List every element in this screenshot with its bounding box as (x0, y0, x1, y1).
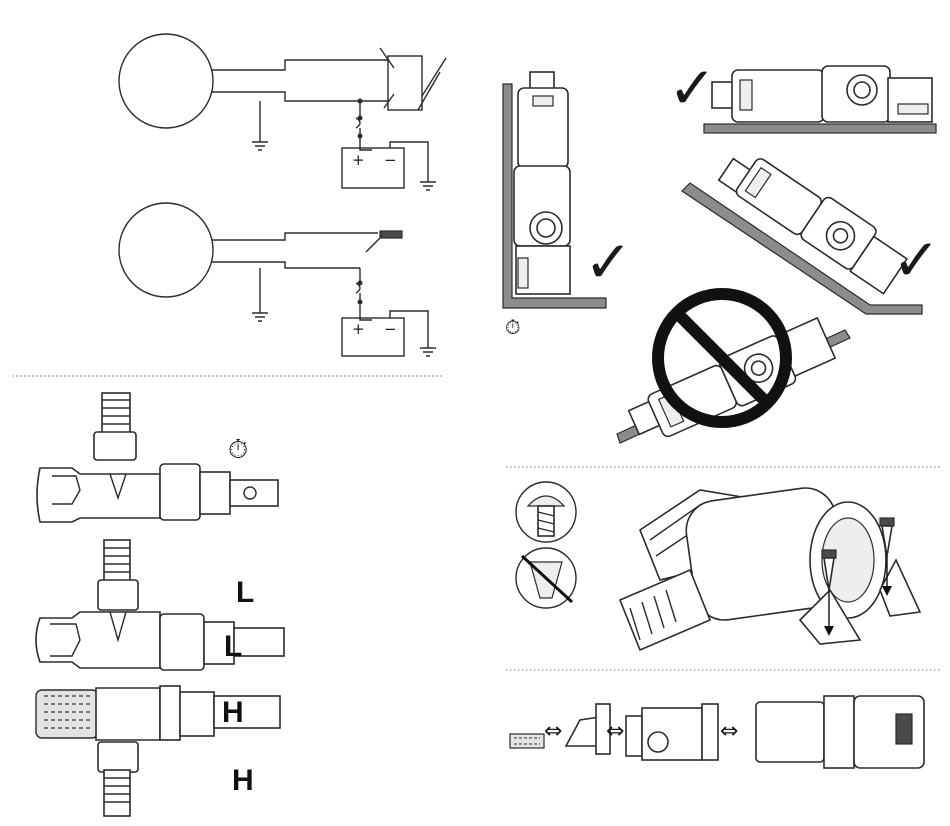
label-low: L (236, 576, 254, 609)
connector (230, 480, 278, 506)
motor-housing (160, 614, 204, 670)
fuse-wire (360, 101, 372, 150)
horizontal-mount-surface (704, 124, 936, 133)
motor-wires (212, 60, 388, 101)
outlet-nut (98, 580, 138, 610)
motor-cap (180, 692, 214, 736)
dial-label-low: L (224, 630, 242, 663)
outlet-nut (94, 432, 136, 460)
strainer (36, 690, 98, 738)
manual-switch-lever (380, 231, 402, 238)
fuse-dot-bottom (358, 300, 363, 305)
connector-part (854, 696, 924, 768)
battery-ground (390, 142, 436, 190)
pump-setting-high: H H (36, 686, 280, 816)
assembly-arrow-1: ⇔ (544, 719, 562, 744)
wiring-diagram-float-switch: + − (119, 34, 446, 190)
battery-minus: − (384, 320, 397, 338)
pump-mounting-view (620, 484, 920, 650)
ok-check-vertical: ✓ (584, 228, 633, 296)
battery-plus: + (352, 151, 365, 169)
o-ring-part (626, 716, 642, 756)
pump-body (36, 612, 160, 668)
motor-housing (160, 464, 200, 520)
ground-symbol-1 (252, 101, 268, 150)
timer-icon-setting: ⏱ (228, 435, 248, 465)
junction-dot (358, 99, 363, 104)
wiring-diagram-manual-switch: + − (119, 203, 436, 356)
battery-minus: − (384, 151, 397, 169)
hose-barb-outlet (104, 540, 130, 582)
switch-contacts (380, 48, 394, 108)
assembly-arrow-2: ⇔ (606, 719, 624, 744)
motor-wires (212, 233, 378, 268)
pump-setting-1: ⏱ (37, 393, 278, 522)
motor-part (756, 702, 824, 762)
strainer-part (510, 734, 544, 748)
battery-plus: + (352, 320, 365, 338)
label-high: H (232, 764, 254, 797)
fuse-dot-top (358, 116, 363, 121)
mounting-orientation-section: ✓ ⏱ ✓ ✓ (503, 54, 941, 449)
exploded-assembly-section: ⇔ ⇔ ⇔ (510, 696, 924, 768)
manual-switch-contact (366, 236, 382, 252)
pan-head-screw (528, 496, 564, 506)
fuse-dot-bottom (358, 134, 363, 139)
ok-check-inclined: ✓ (892, 226, 941, 294)
ok-check-horizontal: ✓ (668, 54, 717, 122)
pump-motor-symbol (119, 34, 213, 128)
hose-barb-outlet (104, 770, 130, 816)
pump-vertical (514, 72, 570, 294)
fuse-wire (360, 268, 372, 320)
fuse-dot-top (358, 281, 363, 286)
motor-cap (200, 472, 230, 514)
dial-label-high: H (222, 696, 244, 729)
timer-icon-vertical: ⏱ (505, 315, 521, 339)
outlet-nut (98, 742, 138, 772)
float-switch-box (388, 56, 422, 110)
assembly-arrow-3: ⇔ (720, 719, 738, 744)
pump-setting-low: L L (36, 540, 284, 670)
screw-mounting-section (516, 482, 920, 650)
pump-horizontal (712, 66, 932, 122)
ground-symbol-2 (252, 268, 268, 321)
pump-motor-symbol (119, 203, 213, 297)
pump-body (96, 688, 160, 740)
